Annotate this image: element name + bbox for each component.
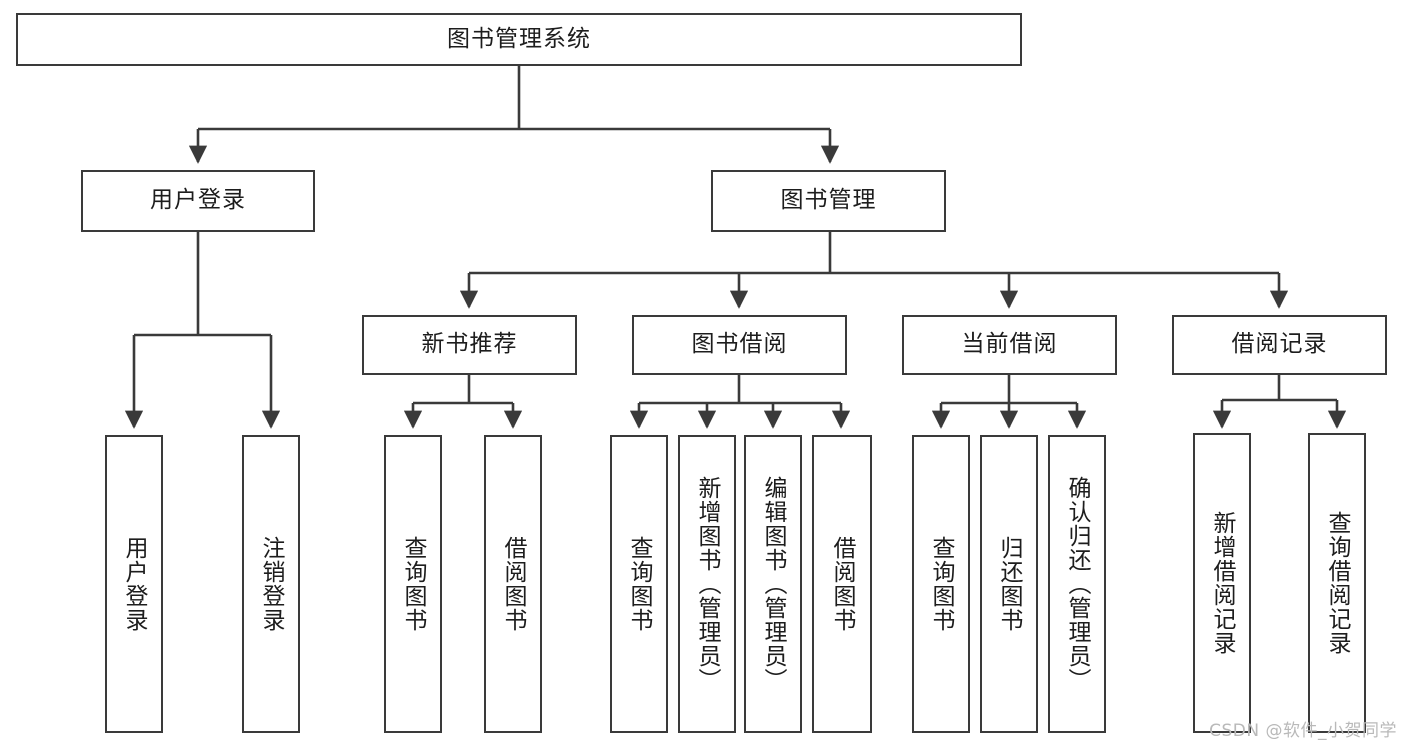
leaf-borrow-record-2[interactable]: 查询借阅记录 <box>1308 433 1366 733</box>
leaf-label: 查询图书 <box>626 536 653 632</box>
node-current-borrow[interactable]: 当前借阅 <box>902 315 1117 375</box>
leaf-book-borrow-2[interactable]: 新增图书（管理员） <box>678 435 736 733</box>
leaf-current-borrow-2[interactable]: 归还图书 <box>980 435 1038 733</box>
leaf-label: 借阅图书 <box>500 536 527 632</box>
leaf-current-borrow-3[interactable]: 确认归还（管理员） <box>1048 435 1106 733</box>
leaf-book-borrow-4[interactable]: 借阅图书 <box>812 435 872 733</box>
node-borrow-record-label: 借阅记录 <box>1231 331 1328 358</box>
node-new-book-recommend-label: 新书推荐 <box>421 331 518 358</box>
leaf-label: 编辑图书（管理员） <box>760 476 787 692</box>
leaf-label: 新增借阅记录 <box>1209 511 1236 655</box>
leaf-new-book-1[interactable]: 查询图书 <box>384 435 442 733</box>
leaf-label: 查询借阅记录 <box>1324 511 1351 655</box>
leaf-book-borrow-3[interactable]: 编辑图书（管理员） <box>744 435 802 733</box>
leaf-book-borrow-1[interactable]: 查询图书 <box>610 435 668 733</box>
node-book-manage[interactable]: 图书管理 <box>711 170 946 232</box>
node-root-label: 图书管理系统 <box>447 25 591 52</box>
leaf-label: 查询图书 <box>400 536 427 632</box>
node-book-borrow-label: 图书借阅 <box>691 331 788 358</box>
leaf-label: 新增图书（管理员） <box>694 476 721 692</box>
leaf-label: 用户登录 <box>121 536 148 632</box>
node-book-borrow[interactable]: 图书借阅 <box>632 315 847 375</box>
leaf-borrow-record-1[interactable]: 新增借阅记录 <box>1193 433 1251 733</box>
leaf-label: 归还图书 <box>996 536 1023 632</box>
node-borrow-record[interactable]: 借阅记录 <box>1172 315 1387 375</box>
node-book-manage-label: 图书管理 <box>780 187 877 214</box>
leaf-label: 查询图书 <box>928 536 955 632</box>
node-current-borrow-label: 当前借阅 <box>961 331 1058 358</box>
leaf-user-login-1[interactable]: 用户登录 <box>105 435 163 733</box>
leaf-current-borrow-1[interactable]: 查询图书 <box>912 435 970 733</box>
node-new-book-recommend[interactable]: 新书推荐 <box>362 315 577 375</box>
leaf-new-book-2[interactable]: 借阅图书 <box>484 435 542 733</box>
leaf-user-login-2[interactable]: 注销登录 <box>242 435 300 733</box>
node-root[interactable]: 图书管理系统 <box>16 13 1022 66</box>
node-user-login[interactable]: 用户登录 <box>81 170 315 232</box>
leaf-label: 借阅图书 <box>829 536 856 632</box>
leaf-label: 注销登录 <box>258 536 285 632</box>
leaf-label: 确认归还（管理员） <box>1064 476 1091 692</box>
node-user-login-label: 用户登录 <box>150 187 246 214</box>
